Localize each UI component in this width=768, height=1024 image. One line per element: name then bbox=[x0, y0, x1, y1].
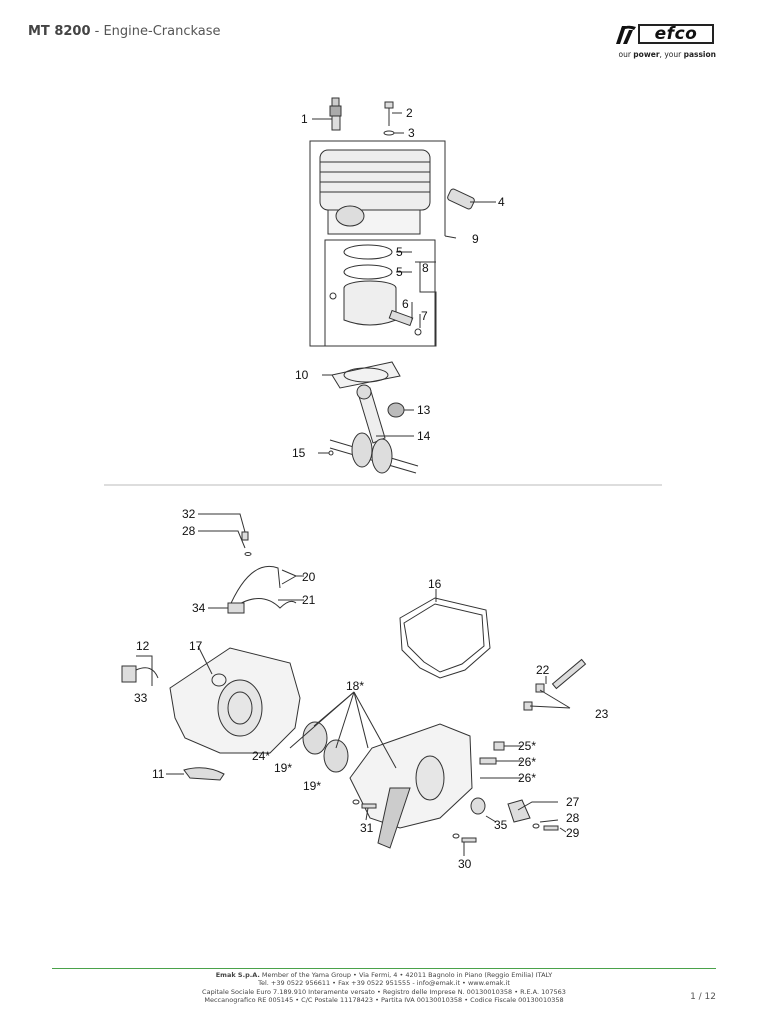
efco-logo-mark-icon bbox=[616, 25, 636, 44]
bracket-drawing bbox=[183, 767, 225, 781]
piston-pin-drawing bbox=[388, 309, 414, 327]
callout-label: 35 bbox=[494, 818, 508, 832]
callout-label: 18* bbox=[346, 679, 364, 693]
piston-drawing bbox=[343, 280, 397, 326]
callout-label: 6 bbox=[402, 297, 409, 311]
callout-label: 29 bbox=[566, 826, 580, 840]
callout-label: 5 bbox=[396, 245, 403, 259]
callout-label: 9 bbox=[472, 232, 479, 246]
callout-label: 2 bbox=[406, 106, 413, 120]
footer-line-1: Emak S.p.A. Member of the Yama Group • V… bbox=[215, 971, 553, 979]
callout-label: 24* bbox=[252, 749, 270, 763]
stud-drawing bbox=[551, 658, 587, 690]
company-footer: Emak S.p.A. Member of the Yama Group • V… bbox=[100, 971, 668, 1004]
callout-label: 19* bbox=[303, 779, 321, 793]
crankcase-right-drawing bbox=[349, 723, 473, 849]
screw-drawing bbox=[384, 101, 394, 126]
callout-label: 5 bbox=[396, 265, 403, 279]
piston-kit-box bbox=[324, 239, 436, 347]
efco-logo: efco our power, your passion bbox=[612, 22, 716, 62]
bearing-drawing bbox=[323, 739, 349, 773]
callout-label: 27 bbox=[566, 795, 580, 809]
oil-seal-drawing bbox=[211, 673, 227, 687]
callout-label: 25* bbox=[518, 739, 536, 753]
efco-logo-wordmark: efco bbox=[638, 24, 714, 44]
callout-label: 7 bbox=[421, 309, 428, 323]
bearing-drawing bbox=[302, 721, 328, 755]
leader-lines-top bbox=[312, 112, 496, 454]
footer-line-3: Capitale Sociale Euro 7.189.910 Interame… bbox=[202, 987, 566, 996]
oil-hose-drawing bbox=[227, 566, 297, 614]
washer-drawing bbox=[383, 130, 395, 136]
callout-label: 33 bbox=[134, 691, 148, 705]
page-number: 1 / 12 bbox=[690, 992, 716, 1002]
piston-ring-2 bbox=[343, 264, 393, 280]
callout-label: 22 bbox=[536, 663, 550, 677]
crankcase-gasket-drawing bbox=[399, 597, 491, 679]
crankcase-left-drawing bbox=[169, 647, 301, 754]
callout-label: 31 bbox=[360, 821, 374, 835]
callout-label: 26* bbox=[518, 755, 536, 769]
callout-label: 21 bbox=[302, 593, 316, 607]
needle-bearing-drawing bbox=[387, 402, 405, 418]
exploded-parts-diagram: 1 2 3 4 5 5 6 7 8 9 10 13 14 15 bbox=[104, 97, 662, 871]
page-title: MT 8200 - Engine-Cranckase bbox=[28, 24, 221, 39]
callout-label: 3 bbox=[408, 126, 415, 140]
callout-label: 28 bbox=[566, 811, 580, 825]
callout-label: 16 bbox=[428, 577, 442, 591]
callout-label: 30 bbox=[458, 857, 472, 871]
model-name: MT 8200 bbox=[28, 24, 91, 39]
callout-label: 10 bbox=[295, 368, 309, 382]
callout-label: 26* bbox=[518, 771, 536, 785]
circlip-drawing bbox=[414, 328, 422, 336]
footer-line-4: Meccanografico RE 005145 • C/C Postale 1… bbox=[204, 995, 564, 1004]
spark-plug-drawing bbox=[329, 97, 342, 131]
callout-label: 8 bbox=[422, 261, 429, 275]
callout-label: 4 bbox=[498, 195, 505, 209]
plate-drawing bbox=[507, 799, 531, 823]
callout-label: 20 bbox=[302, 570, 316, 584]
crankshaft-drawing bbox=[329, 384, 419, 474]
seal-drawing bbox=[470, 797, 486, 815]
callout-label: 15 bbox=[292, 446, 306, 460]
footer-divider bbox=[52, 968, 716, 969]
callout-label: 28 bbox=[182, 524, 196, 538]
callout-label: 19* bbox=[274, 761, 292, 775]
callout-label: 13 bbox=[417, 403, 431, 417]
callout-label: 34 bbox=[192, 601, 206, 615]
callout-label: 14 bbox=[417, 429, 431, 443]
callout-label: 1 bbox=[301, 112, 308, 126]
leader-lines-bottom bbox=[136, 513, 571, 856]
callout-label: 12 bbox=[136, 639, 150, 653]
piston-ring-1 bbox=[343, 244, 393, 260]
cylinder-drawing bbox=[319, 149, 431, 235]
footer-line-2: Tel. +39 0522 956611 • Fax +39 0522 9515… bbox=[258, 979, 510, 988]
page-subtitle: - Engine-Cranckase bbox=[90, 24, 221, 39]
callout-label: 23 bbox=[595, 707, 609, 721]
gasket-drawing bbox=[331, 361, 401, 389]
callout-label: 11 bbox=[152, 767, 165, 781]
callout-label: 32 bbox=[182, 507, 196, 521]
decompression-valve-drawing bbox=[447, 188, 475, 210]
logo-tagline: our power, your passion bbox=[618, 50, 716, 59]
callout-label: 17 bbox=[189, 639, 203, 653]
pickup-sensor-drawing bbox=[121, 665, 159, 683]
